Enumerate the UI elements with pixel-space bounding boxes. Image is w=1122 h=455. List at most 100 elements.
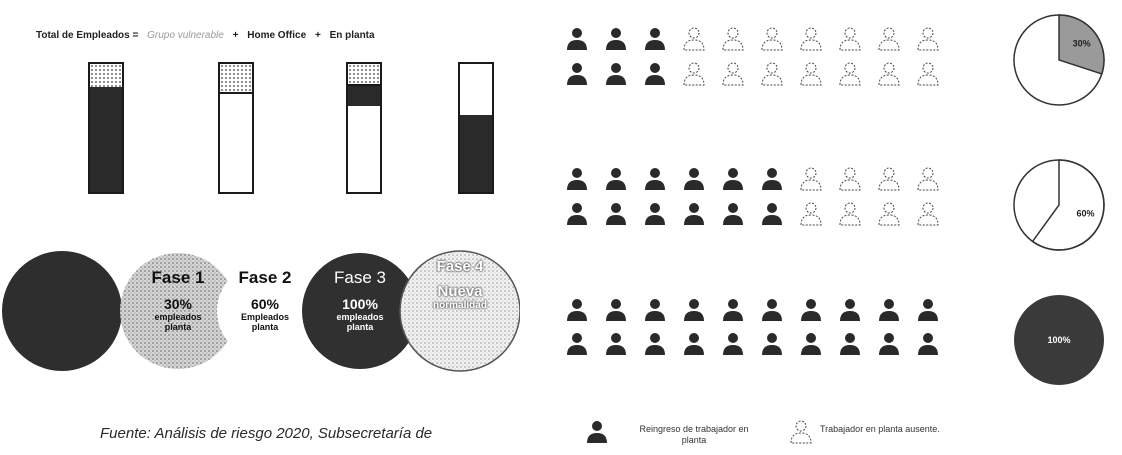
present-person-icon (723, 333, 743, 355)
absent-person-icon (761, 62, 783, 86)
present-person-icon (645, 28, 665, 50)
pie-label: 60% (1076, 209, 1094, 219)
bar-1-vulnerable-segment (90, 64, 122, 87)
absent-person-icon (800, 167, 822, 191)
bar-3-divider (348, 84, 380, 86)
phase-1-title: Fase 1 (151, 268, 205, 287)
absent-person-icon (878, 27, 900, 51)
absent-person-icon (800, 62, 822, 86)
present-person-icon (723, 203, 743, 225)
present-person-icon (567, 299, 587, 321)
present-person-icon (606, 203, 626, 225)
present-person-icon (606, 299, 626, 321)
phase-2-percent: 60% (250, 296, 280, 312)
present-person-icon (801, 299, 821, 321)
phase-3-line3: planta (346, 322, 374, 332)
present-person-icon (645, 203, 665, 225)
phase-4-circle (399, 250, 520, 372)
composition-bar-2 (218, 62, 254, 194)
present-person-icon (762, 299, 782, 321)
present-person-icon (723, 168, 743, 190)
phase-3-circle (302, 253, 418, 369)
pie-label: 100% (1047, 335, 1070, 345)
bar-1-en-planta-segment (90, 87, 122, 192)
absent-person-icon (839, 202, 861, 226)
phase-1-text: Fase 1 30% empleados planta (130, 268, 226, 332)
composition-bar-4 (458, 62, 494, 194)
equation-home-office: Home Office (247, 30, 307, 41)
equation-en-planta: En planta (329, 30, 375, 41)
phase-1-line3: planta (164, 322, 192, 332)
phase-2-text: Fase 2 60% Empleados planta (225, 268, 305, 332)
equation-plus-1: + (232, 30, 239, 41)
absent-person-icon (917, 202, 939, 226)
absent-person-icon (839, 27, 861, 51)
present-person-icon (762, 333, 782, 355)
phase-4-title: Fase 4 (436, 258, 484, 275)
phase-1-percent: 30% (163, 296, 193, 312)
present-person-icon (879, 333, 899, 355)
absent-person-icon (761, 27, 783, 51)
absent-person-icon (917, 27, 939, 51)
present-person-icon (723, 299, 743, 321)
phase-3-percent: 100% (342, 296, 378, 312)
pie-slice (1014, 295, 1104, 385)
present-person-icon (567, 168, 587, 190)
phase-1-circle (120, 253, 236, 369)
employee-equation: Total de Empleados = Grupo vulnerable + … (36, 30, 381, 41)
phase-2-line2: Empleados (240, 312, 289, 322)
phase-4-line2: normalidad (433, 300, 487, 311)
pie-label: 30% (1073, 39, 1091, 49)
present-person-icon (606, 333, 626, 355)
present-person-icon (645, 333, 665, 355)
pie-2: 60% (1013, 159, 1105, 251)
pie-slice (1031, 159, 1105, 251)
phase-4-line1: Nueva (437, 283, 483, 300)
phase-3-line2: empleados (336, 312, 384, 322)
present-person-icon (684, 333, 704, 355)
equation-plus-2: + (314, 30, 321, 41)
legend-absent-person-icon (790, 420, 812, 444)
present-person-icon (567, 203, 587, 225)
absent-person-icon (683, 27, 705, 51)
present-person-icon (762, 203, 782, 225)
equation-total: Total de Empleados = (36, 30, 139, 41)
composition-bar-3 (346, 62, 382, 194)
legend-present-line1: Reingreso de trabajador en (639, 424, 749, 434)
equation-vulnerable: Grupo vulnerable (147, 30, 224, 41)
present-person-icon (567, 28, 587, 50)
phase-circles (2, 250, 520, 372)
bar-3-vulnerable-segment (348, 64, 380, 84)
present-person-icon (840, 299, 860, 321)
absent-person-icon (800, 202, 822, 226)
present-person-icon (840, 333, 860, 355)
absent-person-icon (917, 62, 939, 86)
bar-2-vulnerable-segment (220, 64, 252, 92)
present-person-icon (645, 63, 665, 85)
present-person-icon (918, 299, 938, 321)
present-person-icon (684, 168, 704, 190)
present-person-icon (606, 63, 626, 85)
present-person-icon (879, 299, 899, 321)
present-person-icon (606, 168, 626, 190)
absent-person-icon (722, 27, 744, 51)
legend-present-person-icon (587, 421, 607, 443)
phase-2-title: Fase 2 (238, 268, 292, 287)
present-person-icon (684, 299, 704, 321)
phase-0-circle (2, 251, 122, 371)
present-person-icon (918, 333, 938, 355)
present-person-icon (606, 28, 626, 50)
legend-absent-label: Trabajador en planta ausente. (820, 424, 940, 434)
absent-person-icon (722, 62, 744, 86)
present-person-icon (567, 333, 587, 355)
composition-bar-1 (88, 62, 124, 194)
bar-4-en-planta-segment (460, 115, 492, 192)
absent-person-icon (878, 202, 900, 226)
phase-3-text: Fase 3 100% empleados planta (312, 268, 408, 332)
phase-1-line2: empleados (154, 312, 202, 322)
present-person-icon (801, 333, 821, 355)
present-person-icon (762, 168, 782, 190)
present-person-icon (645, 299, 665, 321)
absent-person-icon (839, 62, 861, 86)
absent-person-icon (917, 167, 939, 191)
